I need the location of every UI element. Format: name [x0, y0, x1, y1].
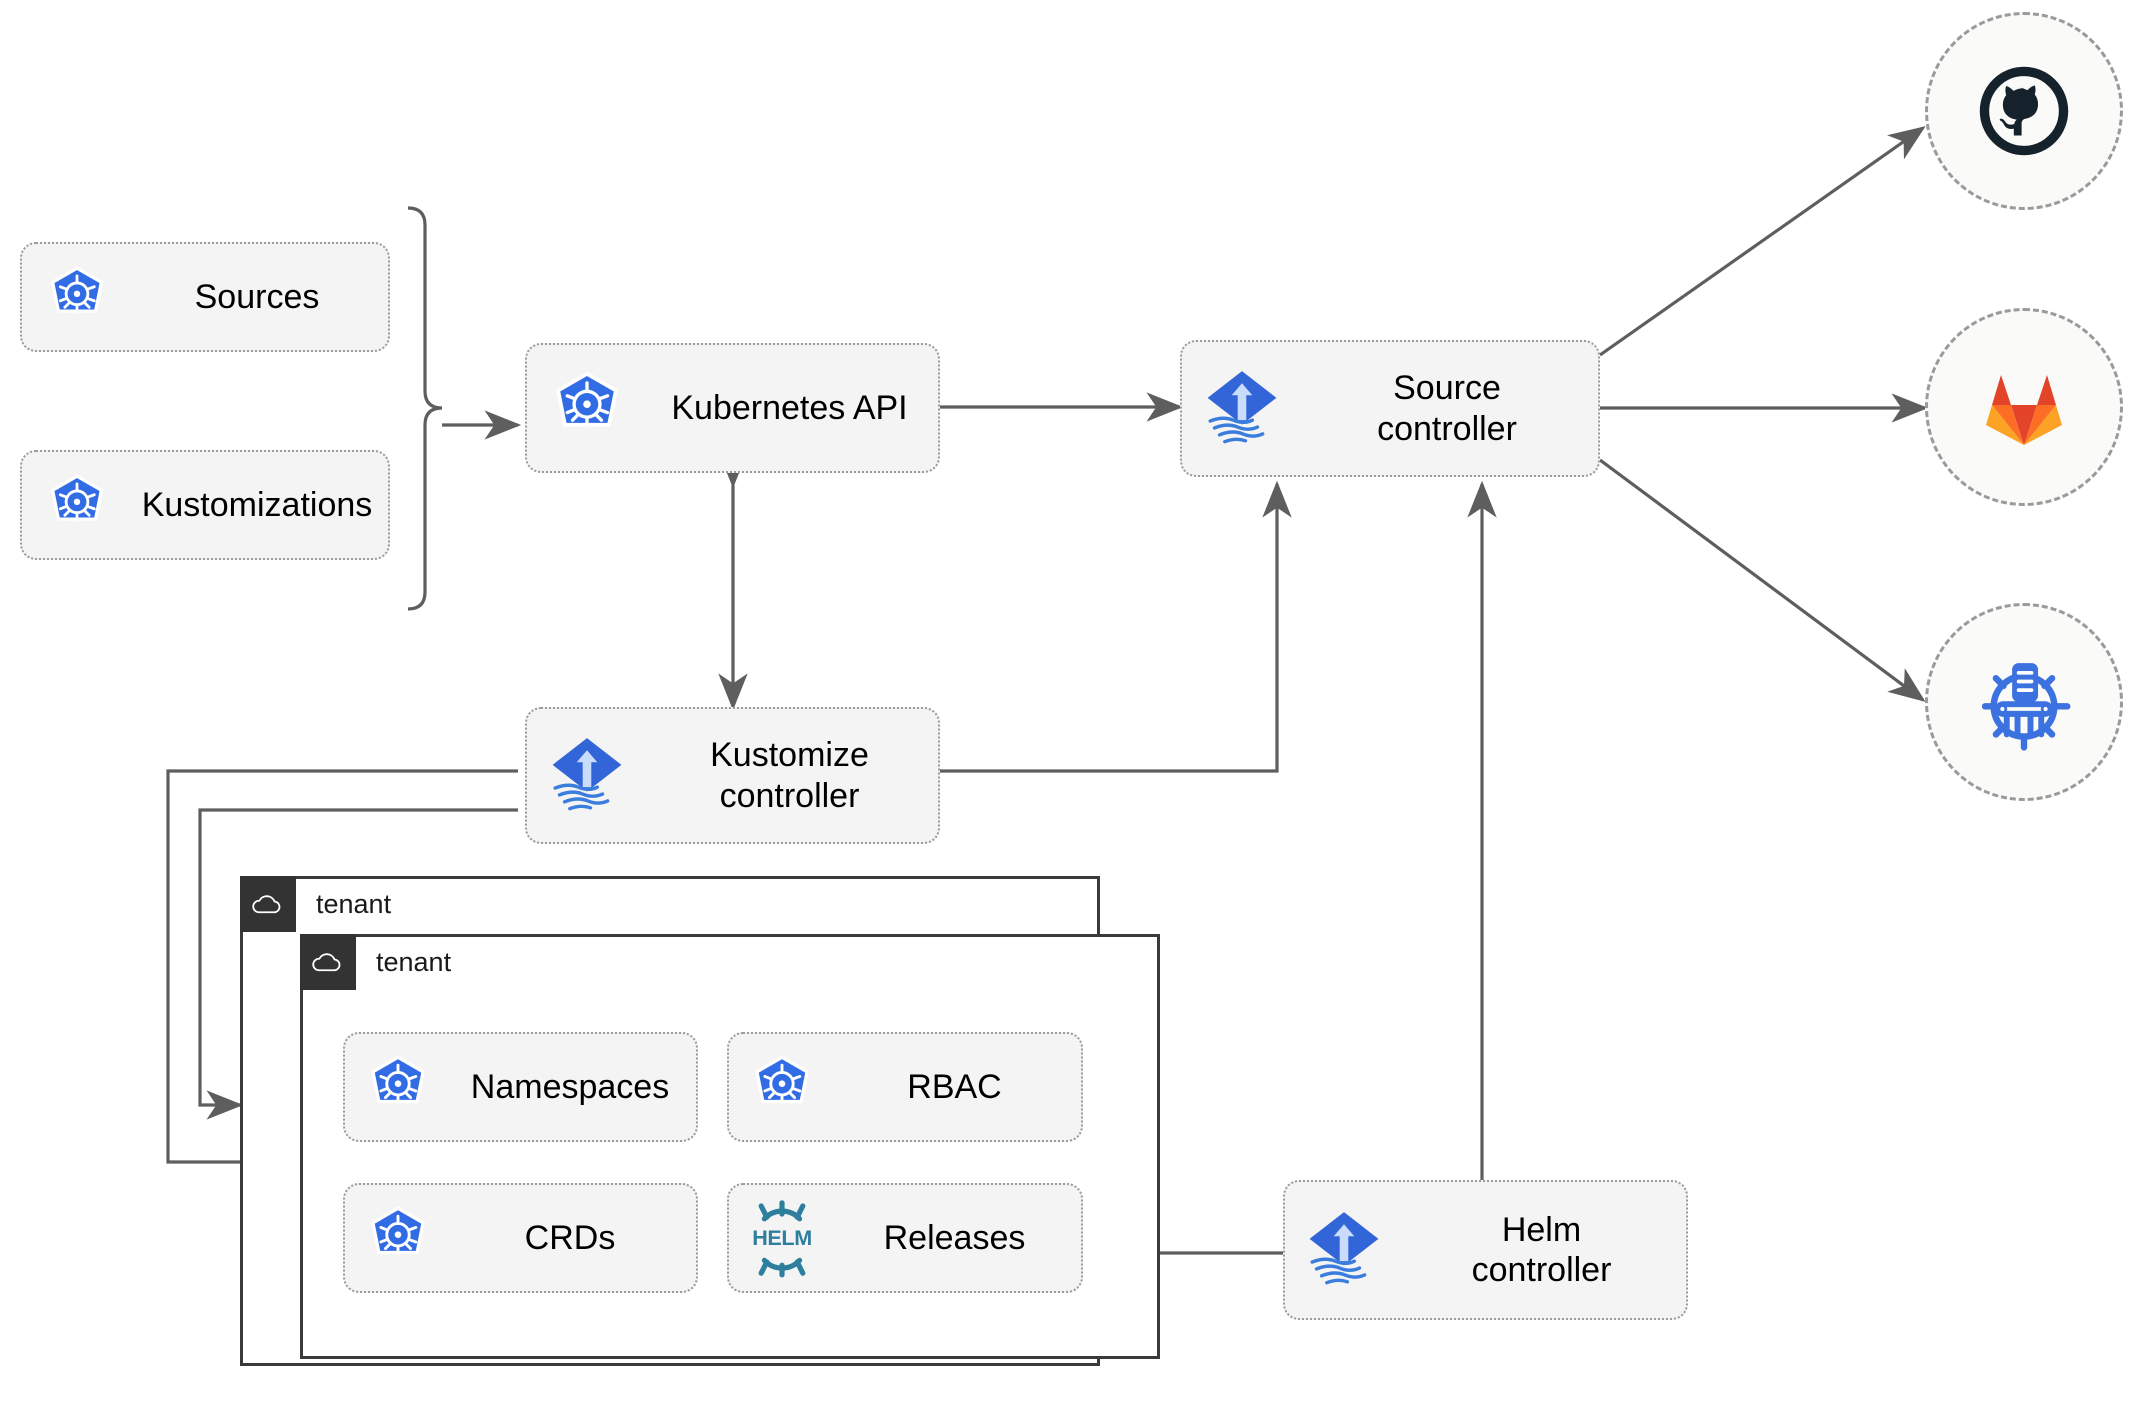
kubernetes-icon [729, 1032, 834, 1142]
kubernetes-icon [527, 343, 647, 473]
tenant-front[interactable]: tenant Namespaces [300, 934, 1160, 1359]
cloud-icon [300, 934, 356, 990]
node-kustomizations[interactable]: Kustomizations [20, 450, 390, 560]
flux-icon [1182, 340, 1302, 477]
tenant-label: tenant [316, 888, 392, 919]
node-label: Kubernetes API [671, 388, 908, 427]
github-icon [1979, 66, 2069, 156]
gitlab-icon [1986, 375, 2062, 445]
tenant-header: tenant [300, 934, 451, 990]
node-label: Helm controller [1471, 1210, 1612, 1289]
node-label: Releases [883, 1218, 1026, 1257]
flux-icon [1285, 1180, 1403, 1320]
flux-icon [527, 707, 647, 844]
node-rbac[interactable]: RBAC [727, 1032, 1083, 1142]
node-helm-controller[interactable]: Helm controller [1283, 1180, 1688, 1320]
node-label: Sources [194, 277, 320, 316]
kubernetes-icon [22, 242, 132, 352]
wire-source-controller-to-github [1599, 126, 1926, 357]
node-sources[interactable]: Sources [20, 242, 390, 352]
kubernetes-icon [345, 1032, 450, 1142]
node-label: Kustomizations [141, 485, 373, 524]
wire-source-controller-to-helm-repo [1599, 458, 1926, 702]
node-releases[interactable]: HELM Releases [727, 1183, 1083, 1293]
node-source-controller[interactable]: Source controller [1180, 340, 1600, 477]
remote-github[interactable] [1925, 12, 2123, 210]
wire-kustomize-to-source-controller [940, 480, 1292, 773]
node-label: Kustomize controller [710, 736, 869, 815]
helm-icon: HELM [729, 1183, 834, 1293]
node-label: RBAC [907, 1067, 1002, 1106]
node-label: Source controller [1377, 369, 1517, 448]
remote-helm-repository[interactable] [1925, 603, 2123, 801]
node-kubernetes-api[interactable]: Kubernetes API [525, 343, 940, 473]
remote-gitlab[interactable] [1925, 308, 2123, 506]
node-namespaces[interactable]: Namespaces [343, 1032, 698, 1142]
node-label: CRDs [524, 1218, 616, 1257]
brace-connector [407, 206, 443, 611]
helm-repo-icon [1981, 663, 2071, 751]
node-kustomize-controller[interactable]: Kustomize controller [525, 707, 940, 844]
kubernetes-icon [22, 450, 132, 560]
tenant-header: tenant [240, 876, 391, 932]
cloud-icon [240, 876, 296, 932]
helm-wordmark: HELM [752, 1225, 812, 1250]
kubernetes-icon [345, 1183, 450, 1293]
tenant-label: tenant [376, 946, 452, 977]
node-label: Namespaces [470, 1067, 670, 1106]
node-crds[interactable]: CRDs [343, 1183, 698, 1293]
